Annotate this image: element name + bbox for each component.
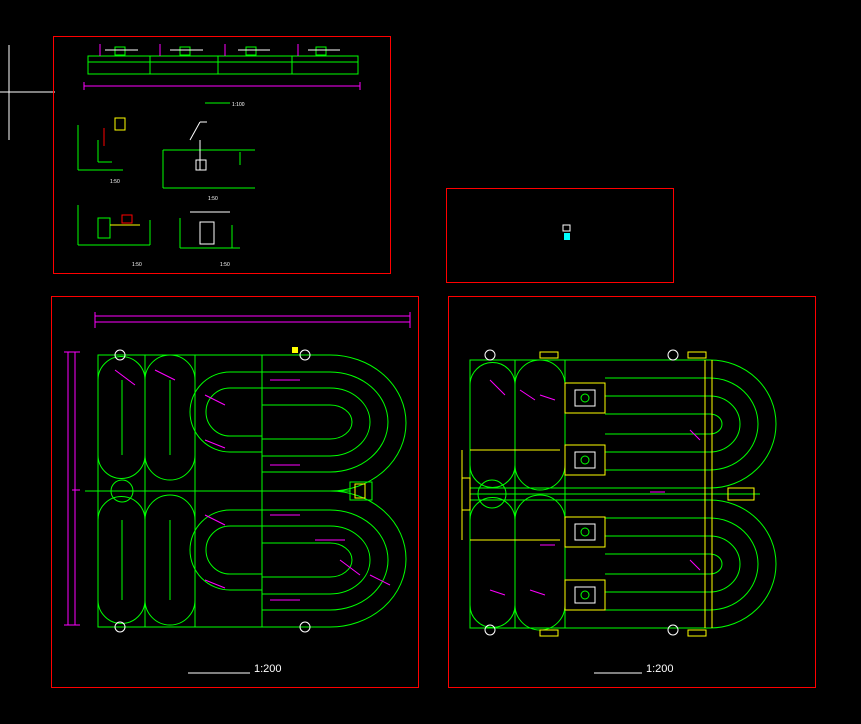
plan-right-labels xyxy=(489,379,701,596)
plan-left-tank xyxy=(85,354,407,628)
sheet-plan-left[interactable]: 1:200 xyxy=(51,296,419,688)
crosshair-cursor xyxy=(0,45,55,140)
plan-left-equipment xyxy=(114,347,366,633)
sheet-sections[interactable]: 1:100 1:50 1:50 xyxy=(53,36,391,274)
sheet-frame xyxy=(446,188,674,283)
detail-1-scale: 1:50 xyxy=(110,179,120,185)
plan-left-dimension-chains xyxy=(64,312,411,626)
detail-section-3 xyxy=(77,205,151,246)
plan-left-scale: 1:200 xyxy=(254,663,282,675)
plan-right-yellow-structure xyxy=(461,351,755,637)
detail-3-scale: 1:50 xyxy=(132,262,142,268)
plan-left-labels xyxy=(114,369,391,601)
sheet-plan-right[interactable]: 1:200 xyxy=(448,296,816,688)
plan-right-scale: 1:200 xyxy=(646,663,674,675)
detail-2-scale: 1:50 xyxy=(208,196,218,202)
small-detail-symbol xyxy=(562,224,571,240)
plan-right-equipment xyxy=(484,349,679,636)
detail-section-2 xyxy=(162,121,255,189)
sheet-frame xyxy=(448,296,816,688)
long-section-dimension xyxy=(83,82,361,90)
sheet-frame xyxy=(51,296,419,688)
long-section-scale: 1:100 xyxy=(232,102,245,108)
plan-right-tank xyxy=(469,359,777,631)
detail-section-4 xyxy=(179,211,240,249)
detail-4-scale: 1:50 xyxy=(220,262,230,268)
sheet-frame xyxy=(53,36,391,274)
sheet-small-detail[interactable] xyxy=(446,188,674,283)
detail-section-1 xyxy=(77,117,126,171)
long-section xyxy=(87,44,359,75)
